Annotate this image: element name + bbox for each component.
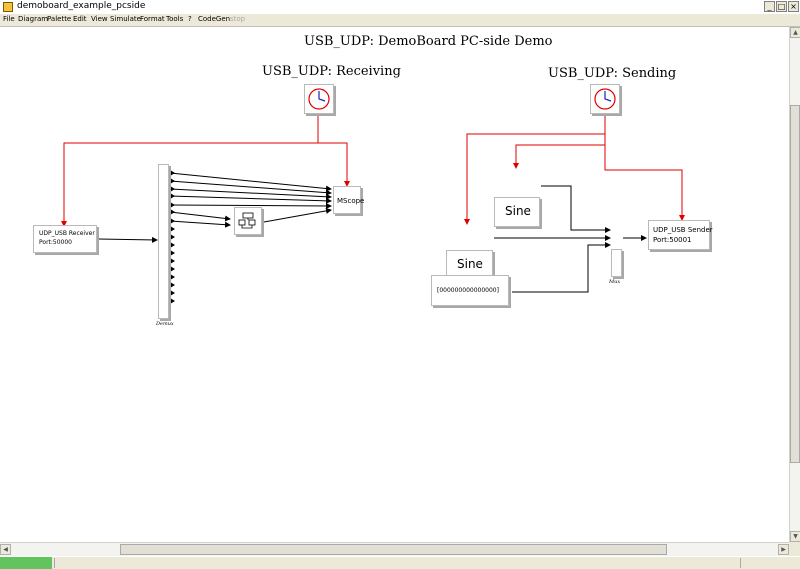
udp-receiver-name: UDP_USB Receiver [39,230,95,237]
mux-block[interactable] [611,249,622,277]
data-link [169,180,332,196]
diagram-links [61,116,685,304]
status-divider [740,558,741,568]
menu-edit[interactable]: Edit [73,15,87,23]
menu-view[interactable]: View [91,15,108,23]
app-icon [3,2,13,12]
menu-palette[interactable]: Palette [47,15,72,23]
udp-receiver-port: Port:50000 [39,239,73,246]
sine-block-1[interactable]: Sine [494,197,540,227]
status-divider [54,558,55,568]
data-link [541,185,611,233]
scroll-left-icon[interactable]: ◀ [0,544,11,555]
clock-icon [594,88,616,110]
mscope-label: MScope [337,197,365,205]
status-indicator [0,557,52,569]
demux-output-ports [170,170,175,304]
data-link [169,211,231,222]
udp-receiver-block[interactable]: UDP_USB Receiver Port:50000 [33,225,97,253]
minimize-icon[interactable]: _ [764,1,775,12]
menu-codegen[interactable]: CodeGen [198,15,231,23]
data-link [169,220,231,228]
scroll-down-icon[interactable]: ▼ [790,531,800,542]
menu-help[interactable]: ? [188,15,192,23]
menu-format[interactable]: Format [140,15,165,23]
sine-label-1: Sine [505,204,531,218]
activation-link [318,142,350,187]
diagram-main-title: USB_UDP: DemoBoard PC-side Demo [304,34,553,49]
menu-stop: stop [230,15,246,23]
data-link [169,188,332,200]
activation-link [61,116,319,227]
activation-link [513,134,606,169]
menu-simulate[interactable]: Simulate [110,15,141,23]
diagram-canvas[interactable]: USB_UDP: DemoBoard PC-side Demo USB_UDP:… [0,27,789,542]
menu-diagram[interactable]: Diagram [18,15,49,23]
horizontal-scrollbar[interactable]: ◀ ▶ [0,542,789,556]
demux-block[interactable] [158,164,169,319]
window-title: demoboard_example_pcside [17,1,146,11]
scrollbar-corner [789,542,800,556]
status-bar [0,556,800,569]
activation-link [604,145,685,221]
scroll-right-icon[interactable]: ▶ [778,544,789,555]
data-link [169,195,332,204]
vertical-scrollbar[interactable]: ▲ ▼ [789,27,800,542]
function-icon [238,212,256,229]
data-link [97,236,158,243]
udp-sender-block[interactable]: UDP_USB Sender Port:50001 [648,220,713,250]
constant-value: [000000000000000] [437,287,499,294]
data-link [263,207,332,223]
receiving-title: USB_UDP: Receiving [262,64,401,79]
udp-sender-port: Port:50001 [653,236,692,244]
scroll-up-icon[interactable]: ▲ [790,27,800,38]
title-bar: demoboard_example_pcside _ □ × [0,0,800,15]
constant-block[interactable]: [000000000000000] [431,275,509,306]
mscope-block[interactable]: MScope [333,186,365,214]
menu-bar: File Diagram Palette Edit View Simulate … [0,14,800,27]
data-link [169,202,332,209]
data-link [169,172,332,192]
activation-link [464,116,606,225]
menu-tools[interactable]: Tools [166,15,184,23]
sine-label-2: Sine [457,257,483,271]
data-link [512,242,611,293]
mux-label: Mux [609,279,621,285]
clock-icon [308,88,330,110]
close-icon[interactable]: × [788,1,799,12]
maximize-icon[interactable]: □ [776,1,787,12]
sending-title: USB_UDP: Sending [548,66,677,81]
menu-file[interactable]: File [3,15,15,23]
vertical-scroll-thumb[interactable] [790,105,800,463]
function-block[interactable] [234,207,262,235]
udp-sender-name: UDP_USB Sender [653,226,713,234]
clock-block-receiving[interactable] [304,84,334,114]
horizontal-scroll-thumb[interactable] [120,544,667,555]
demux-label: Demux [156,321,174,327]
clock-block-sending[interactable] [590,84,620,114]
